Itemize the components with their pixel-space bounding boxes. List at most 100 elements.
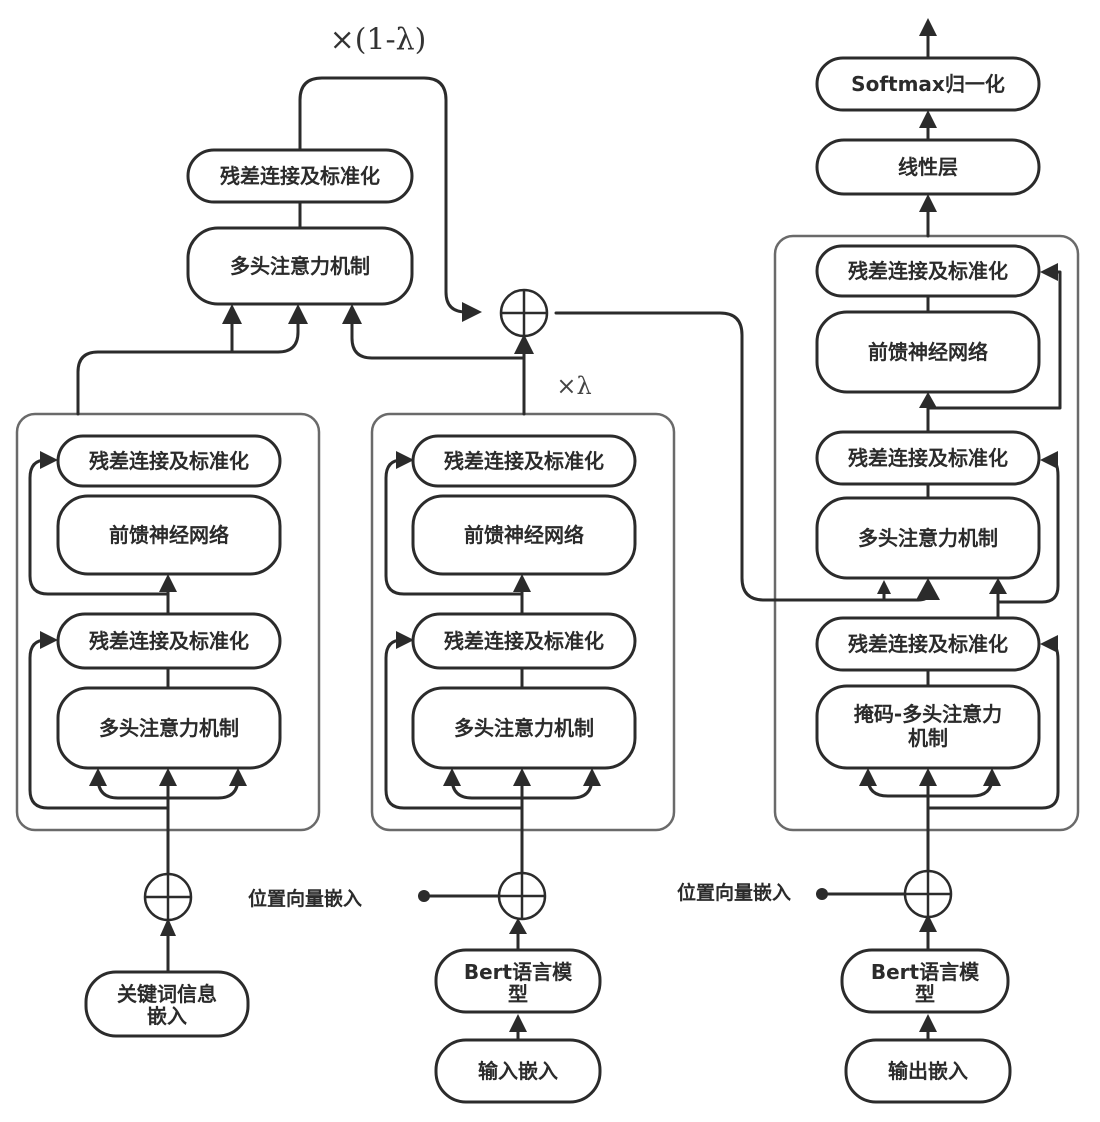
wire-top-norm-to-fusion [298,76,472,314]
arrow-decoder-attn-query [989,578,1007,594]
keyword-attention-node: 多头注意力机制 [56,686,282,770]
input-embed-label: 输入嵌入 [478,1059,558,1083]
arrow-keyword-residual-1 [40,631,58,649]
wire-input-attn-split [450,776,594,800]
keyword-norm-bottom-label: 残差连接及标准化 [89,629,249,653]
decoder-bert-node: Bert语言模 型 [840,948,1010,1014]
arrow-decoder-masked-left [859,768,877,786]
softmax-label: Softmax归一化 [851,72,1005,96]
arrow-bert-to-sum [509,918,527,934]
arrow-decoder-bert-to-sum [919,914,937,932]
arrow-decoder-residual-2 [1040,451,1058,469]
decoder-ffn-node: 前馈神经网络 [815,310,1041,394]
keyword-embed-label-1: 关键词信息 [117,982,217,1006]
wire-input-out-to-top-attn [350,314,526,360]
arrow-top-attn-right [342,304,362,324]
arrow-keyword-to-ffn [159,574,177,592]
arrow-decoder-masked-mid [919,768,937,786]
arrow-top-attn-mid [288,304,308,324]
keyword-norm-top-label: 残差连接及标准化 [89,449,249,473]
keyword-norm-bottom-node: 残差连接及标准化 [56,612,282,670]
arrow-linear-to-softmax [919,110,937,128]
input-attention-node: 多头注意力机制 [411,686,637,770]
input-bert-label-1: Bert语言模 [464,960,573,984]
arrow-decoder-attn-fusion [916,578,940,600]
decoder-norm-top-node: 残差连接及标准化 [815,244,1041,298]
output-embed-label: 输出嵌入 [888,1059,968,1083]
pos-embed-right-label: 位置向量嵌入 [677,881,791,904]
wire-keyword-attn-split [96,776,240,800]
top-norm-label: 残差连接及标准化 [220,164,380,188]
arrow-input-embed-to-bert [509,1014,527,1032]
top-norm-node: 残差连接及标准化 [186,148,414,204]
decoder-norm-mid-label: 残差连接及标准化 [848,446,1008,470]
input-norm-bottom-label: 残差连接及标准化 [444,629,604,653]
arrow-input-attn-right [583,768,601,786]
keyword-ffn-node: 前馈神经网络 [56,494,282,576]
decoder-sum-node [903,869,953,919]
arrow-top-attn-left [222,304,242,324]
arrow-softmax-output [919,18,937,36]
weight-one-minus-lambda: ×(1-λ) [330,23,427,58]
decoder-bert-label-2: 型 [915,982,935,1006]
arrow-output-embed-to-bert [919,1014,937,1032]
input-bert-node: Bert语言模 型 [434,948,602,1014]
linear-layer-label: 线性层 [898,155,958,179]
arrow-input-attn-left [443,768,461,786]
input-sum-node [497,871,547,921]
input-norm-bottom-node: 残差连接及标准化 [411,612,637,670]
keyword-embed-label-2: 嵌入 [147,1004,187,1028]
arrow-input-residual-1 [396,631,414,649]
input-norm-top-label: 残差连接及标准化 [444,449,604,473]
linear-layer-node: 线性层 [815,138,1041,196]
arrowheads [40,18,1058,1032]
wire-keyword-residual-2 [28,458,170,596]
fusion-sum-node [499,288,549,338]
input-ffn-node: 前馈神经网络 [411,494,637,576]
output-embed-node: 输出嵌入 [844,1038,1012,1104]
keyword-attention-label: 多头注意力机制 [99,716,239,740]
wire-decoder-masked-split [866,776,994,798]
arrow-keyword-attn-mid [159,768,177,786]
arrow-keyword-to-sum [160,918,176,936]
arrow-to-fusion-bottom [514,334,534,354]
arrow-input-attn-mid [513,768,531,786]
arrow-decoder-to-ffn [919,392,937,408]
decoder-masked-attention-node: 掩码-多头注意力 机制 [815,684,1041,770]
decoder-masked-attention-label-2: 机制 [908,726,948,750]
decoder-norm-bottom-label: 残差连接及标准化 [848,632,1008,656]
decoder-attention-label: 多头注意力机制 [858,526,998,550]
keyword-norm-top-node: 残差连接及标准化 [56,434,282,488]
arrow-to-fusion-left [462,302,482,322]
decoder-norm-mid-node: 残差连接及标准化 [815,430,1041,486]
arrow-decoder-attn-small [877,580,891,594]
softmax-node: Softmax归一化 [815,56,1041,112]
wire-input-residual-2 [384,458,524,596]
weight-lambda: ×λ [556,372,591,400]
top-attention-label: 多头注意力机制 [230,254,370,278]
input-norm-top-node: 残差连接及标准化 [411,434,637,488]
input-bert-label-2: 型 [508,982,528,1006]
arrow-input-residual-2 [396,451,414,469]
decoder-masked-attention-label-1: 掩码-多头注意力 [854,702,1002,726]
input-embed-node: 输入嵌入 [434,1038,602,1104]
decoder-attention-node: 多头注意力机制 [815,496,1041,580]
decoder-bert-label-1: Bert语言模 [871,960,980,984]
arrow-keyword-attn-right [229,768,247,786]
top-attention-node: 多头注意力机制 [186,226,414,306]
arrow-keyword-attn-left [89,768,107,786]
keyword-ffn-label: 前馈神经网络 [109,523,229,547]
keyword-embed-node: 关键词信息 嵌入 [84,970,250,1038]
arrow-decoder-residual-3 [1040,263,1058,281]
input-ffn-label: 前馈神经网络 [464,523,584,547]
keyword-sum-node [143,872,193,922]
arrow-input-to-ffn [513,574,531,592]
arrow-decoder-residual-1 [1040,635,1058,653]
pos-embed-right-dot [816,888,828,900]
wire-keyword-residual-1 [28,638,170,810]
wire-keyword-out-up [76,314,300,416]
input-attention-label: 多头注意力机制 [454,716,594,740]
decoder-norm-bottom-node: 残差连接及标准化 [815,616,1041,672]
pos-embed-left-dot [418,890,430,902]
